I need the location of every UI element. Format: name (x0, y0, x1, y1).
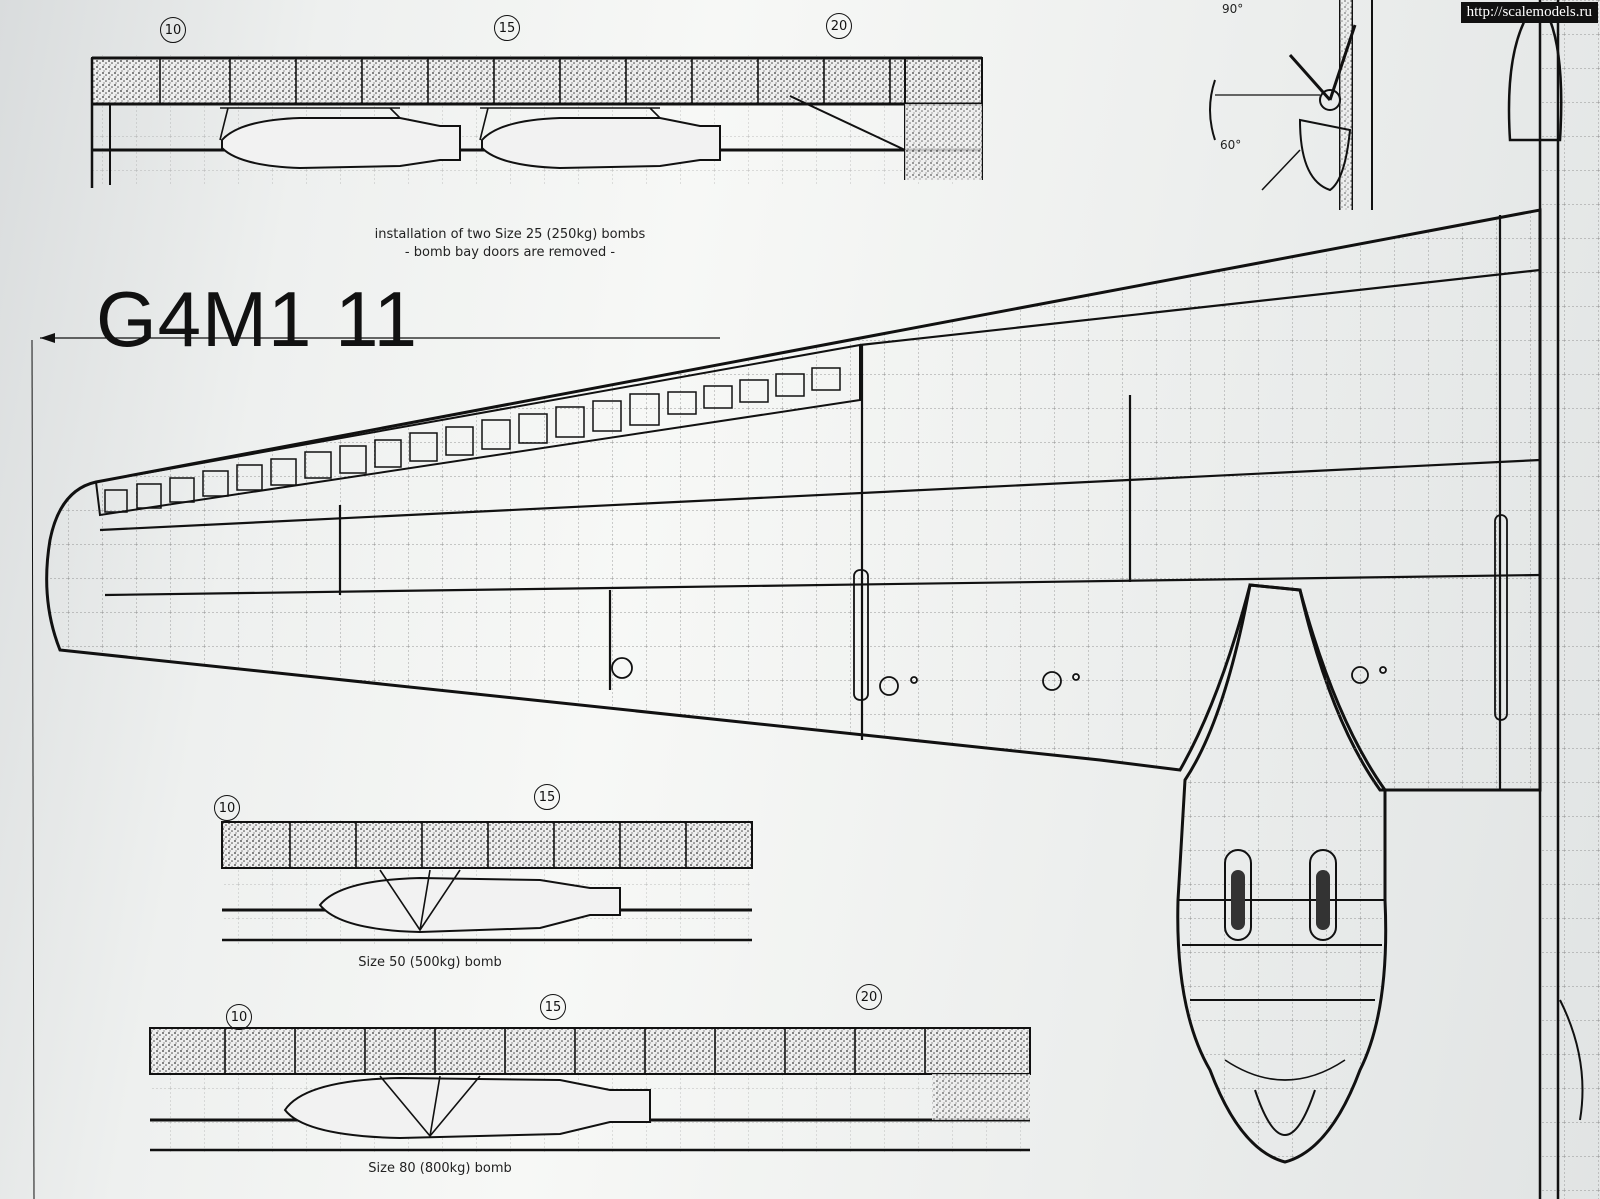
station-marker: 10 (226, 1004, 252, 1030)
caption-two-bombs: installation of two Size 25 (250kg) bomb… (350, 226, 670, 261)
caption-size80: Size 80 (800kg) bomb (368, 1161, 512, 1176)
page-title: G4M1 11 (96, 275, 419, 363)
station-marker: 15 (494, 15, 520, 41)
station-marker: 10 (160, 17, 186, 43)
fuselage-edge (1507, 0, 1600, 1199)
turret-angle-sketch (1209, 0, 1373, 210)
caption-line: - bomb bay doors are removed - (404, 244, 616, 260)
caption-size50: Size 50 (500kg) bomb (358, 955, 502, 970)
angle-label-90: 90° (1222, 2, 1244, 16)
bomb-bay-800kg (149, 1026, 1031, 1154)
station-marker: 20 (856, 984, 882, 1010)
station-marker: 15 (534, 784, 560, 810)
bomb-bay-two-250kg (90, 55, 983, 188)
watermark-url: http://scalemodels.ru (1460, 2, 1598, 23)
station-marker: 15 (540, 994, 566, 1020)
angle-label-60: 60° (1220, 138, 1242, 152)
caption-line: installation of two Size 25 (250kg) bomb… (374, 227, 646, 242)
station-marker: 20 (826, 13, 852, 39)
bomb-bay-500kg (221, 820, 753, 945)
engine-nacelle (1176, 583, 1388, 1164)
dimension-line (31, 333, 720, 1199)
station-marker: 10 (214, 795, 240, 821)
